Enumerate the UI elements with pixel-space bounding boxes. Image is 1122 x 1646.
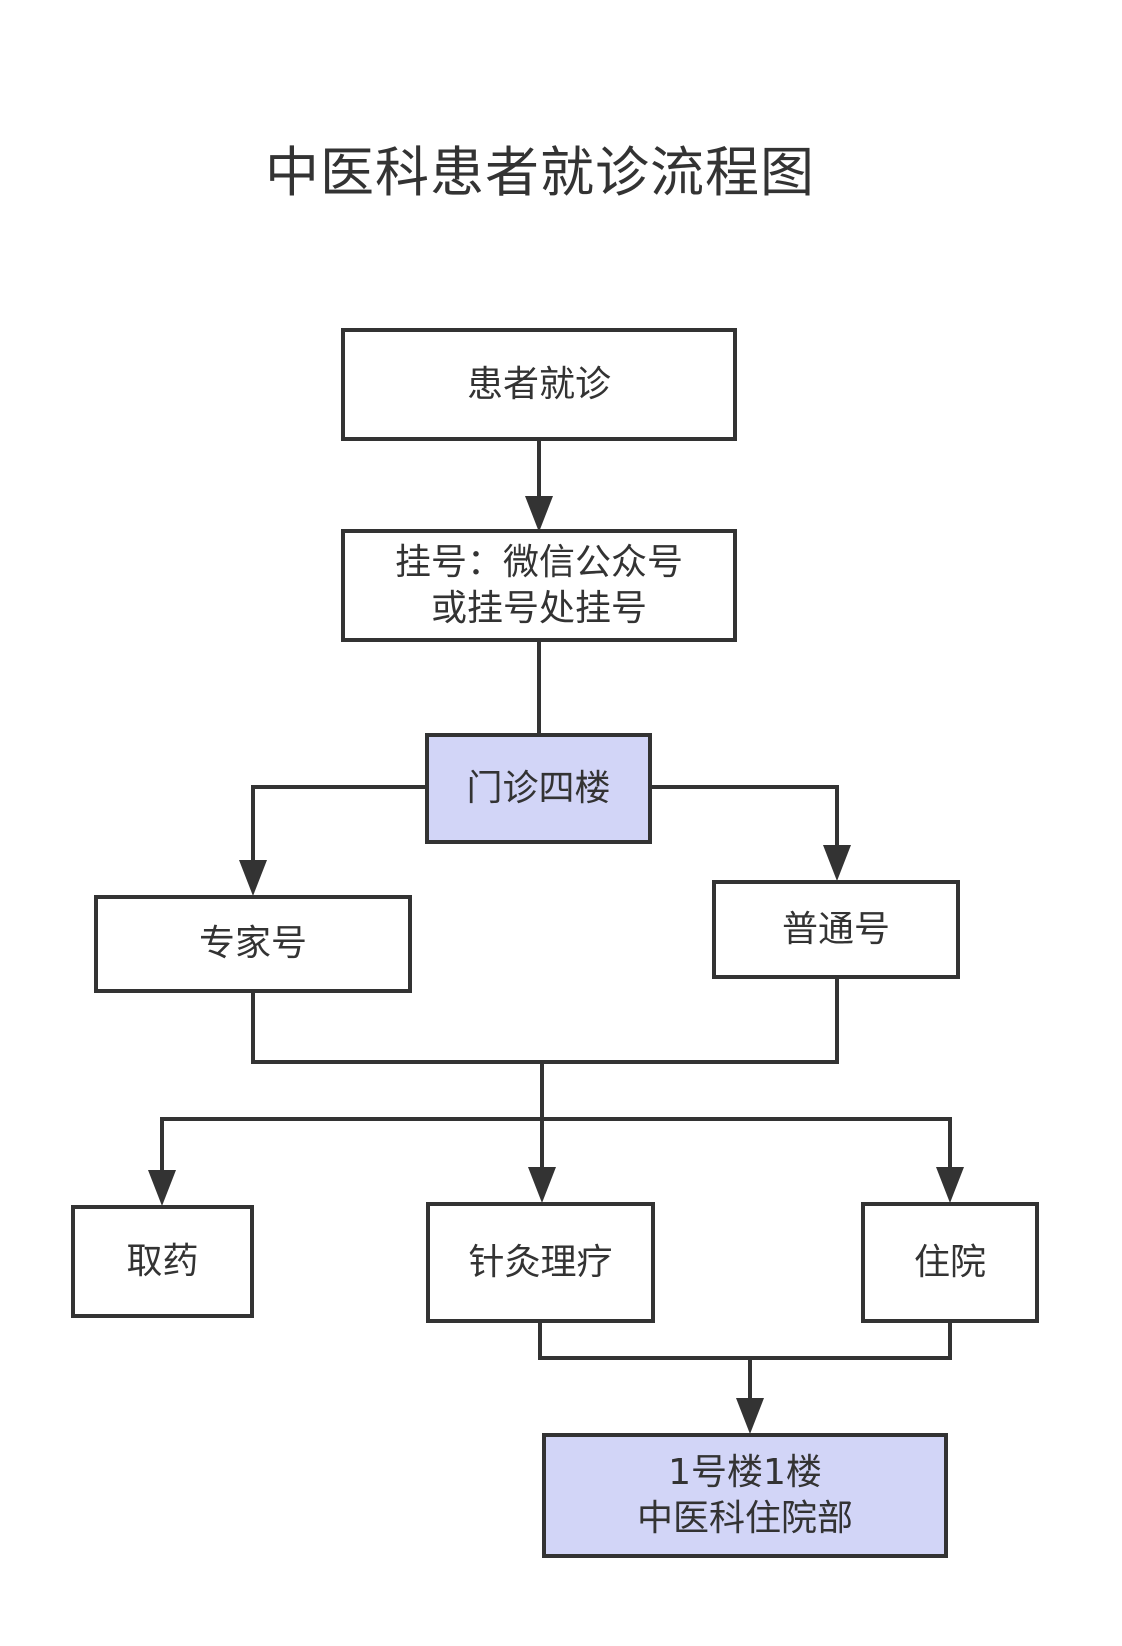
node-medicine-label: 取药 [126, 1240, 199, 1282]
node-acupuncture: 针灸理疗 [426, 1202, 655, 1323]
node-visit-label: 患者就诊 [466, 363, 611, 405]
edge-outpatient-regular [652, 785, 839, 853]
node-hospitalization-label: 住院 [913, 1241, 986, 1283]
edge-outpatient-expert [251, 785, 425, 868]
arrowhead-medicine [148, 1170, 176, 1206]
arrowhead-hospitalization [936, 1167, 964, 1203]
node-expert-label: 专家号 [198, 923, 307, 964]
node-medicine: 取药 [71, 1205, 254, 1318]
arrowhead-acupuncture [528, 1167, 556, 1203]
node-expert: 专家号 [94, 895, 412, 993]
arrowhead-regular [823, 845, 851, 881]
page-title: 中医科患者就诊流程图 [265, 141, 815, 204]
node-visit: 患者就诊 [341, 328, 737, 441]
node-ward-label: 1号楼1楼 中医科住院部 [636, 1451, 853, 1539]
arrowhead-expert [239, 860, 267, 896]
edge-split-hospitalization [542, 1117, 952, 1171]
node-outpatient-label: 门诊四楼 [466, 767, 611, 809]
node-hospitalization: 住院 [861, 1202, 1039, 1323]
node-regular: 普通号 [712, 880, 960, 979]
edge-acupuncture-merge [538, 1323, 952, 1360]
node-regular-label: 普通号 [781, 908, 890, 950]
node-register: 挂号：微信公众号 或挂号处挂号 [341, 529, 737, 642]
node-outpatient: 门诊四楼 [425, 733, 652, 844]
edge-expert-merge [251, 979, 839, 1064]
node-ward: 1号楼1楼 中医科住院部 [542, 1433, 948, 1558]
node-acupuncture-label: 针灸理疗 [468, 1241, 613, 1283]
arrowhead-register [525, 496, 553, 532]
arrowhead-ward [736, 1398, 764, 1434]
edge-split-medicine [160, 1117, 542, 1175]
node-register-label: 挂号：微信公众号 或挂号处挂号 [394, 541, 683, 629]
